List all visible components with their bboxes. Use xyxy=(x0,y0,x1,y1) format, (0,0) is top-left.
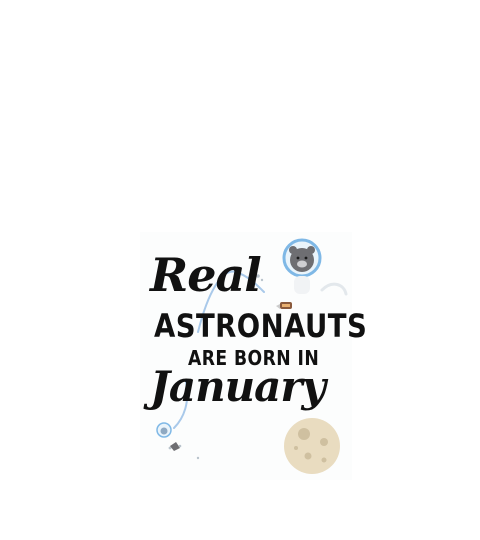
headline-january: January xyxy=(150,362,326,411)
moon-icon xyxy=(284,418,340,474)
tether-line xyxy=(197,270,265,333)
tether-line-lower xyxy=(173,381,189,429)
astronaut-bear-icon xyxy=(282,238,322,294)
headline-astronauts: ASTRONAUTS xyxy=(154,307,368,345)
artwork-scene xyxy=(156,238,348,474)
headline-are-born-in: ARE BORN IN xyxy=(188,346,320,370)
astronaut-artwork: Real ASTRONAUTS ARE BORN IN January xyxy=(140,232,367,480)
headline-real: Real xyxy=(150,248,262,302)
small-astronaut-icon xyxy=(156,422,182,451)
rocket-icon xyxy=(276,302,292,309)
tether-line-right xyxy=(320,282,348,296)
sparkle-icon xyxy=(168,274,318,460)
